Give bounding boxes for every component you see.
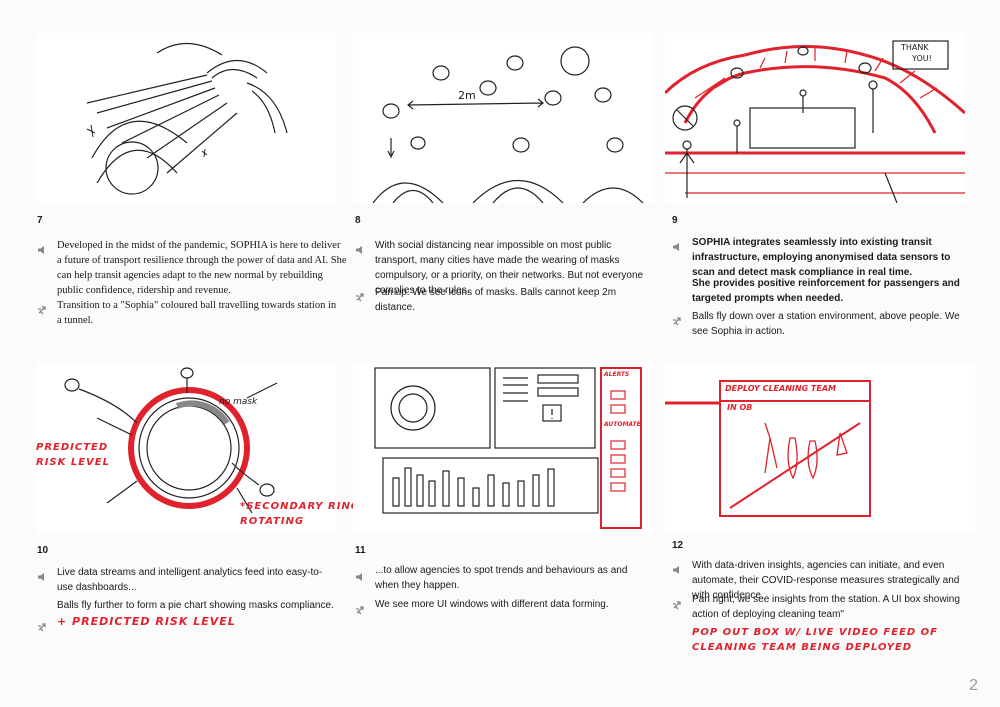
- alerts-label: ALERTS: [604, 371, 630, 378]
- direction-icon: [355, 602, 365, 615]
- panel-8-number: 8: [355, 215, 361, 226]
- panel-8-narration: With social distancing near impossible o…: [375, 240, 644, 296]
- panel-9-sketch: THANK YOU!: [665, 33, 965, 203]
- station-sketch: [665, 40, 965, 203]
- panel-8-sketch: 2m: [353, 33, 653, 203]
- tunnel-sketch: [86, 42, 288, 195]
- panel-11-sketch: ALERTS AUTOMATE: [353, 363, 653, 533]
- panel-7-sketch: [37, 33, 337, 203]
- speaker-icon: [37, 242, 47, 254]
- thank-you-line-1: THANK: [901, 43, 929, 52]
- deploy-cleaning-team-label: DEPLOY CLEANING TEAM: [725, 384, 836, 393]
- panel-10-narration: Live data streams and intelligent analyt…: [57, 567, 323, 593]
- direction-icon: [37, 619, 47, 632]
- panel-7-number: 7: [37, 215, 43, 226]
- speaker-icon: [672, 562, 682, 574]
- panel-12-note: POP OUT BOX W/ LIVE VIDEO FEED OF CLEANI…: [692, 627, 939, 653]
- panel-8-direction: Pan up. We see icons of masks. Balls can…: [375, 287, 617, 313]
- panel-10-number: 10: [37, 545, 49, 556]
- thank-you-line-2: YOU!: [912, 54, 932, 63]
- dashboard-sketch: [374, 367, 642, 529]
- masks-sketch: [372, 46, 644, 203]
- panel-9-narration-2: She provides positive reinforcement for …: [692, 278, 960, 304]
- speaker-icon: [355, 242, 365, 254]
- panel-9-number: 9: [672, 215, 678, 226]
- panel-10-sketch: no mask: [37, 363, 337, 533]
- automate-label: AUTOMATE: [604, 421, 641, 428]
- cleaning-team-sketch: [665, 380, 871, 517]
- direction-icon: [672, 313, 682, 326]
- panel-7-direction: Transition to a "Sophia" coloured ball t…: [57, 300, 337, 326]
- panel-10-direction: Balls fly further to form a pie chart sh…: [57, 600, 334, 611]
- direction-icon: [672, 597, 682, 610]
- panel-11-direction: We see more UI windows with different da…: [375, 599, 609, 610]
- direction-icon: [37, 302, 47, 315]
- panel-12-narration: With data-driven insights, agencies can …: [692, 560, 960, 601]
- panel-11-narration: ...to allow agencies to spot trends and …: [375, 565, 628, 591]
- panel-9-narration: SOPHIA integrates seamlessly into existi…: [692, 237, 951, 278]
- risk-ring-sketch: [64, 367, 278, 514]
- panel-9-direction: Balls fly down over a station environmen…: [692, 311, 960, 337]
- direction-icon: [355, 289, 365, 302]
- page-number: 2: [969, 677, 978, 694]
- panel-11-number: 11: [355, 545, 366, 556]
- panel-7-narration: Developed in the midst of the pandemic, …: [57, 240, 347, 296]
- no-mask-label: no mask: [219, 397, 258, 407]
- speaker-icon: [355, 569, 365, 581]
- speaker-icon: [672, 239, 682, 251]
- speaker-icon: [37, 569, 47, 581]
- secondary-ring-annotation: *SECONDARY RING ROTATING: [240, 501, 361, 527]
- predicted-risk-annotation: PREDICTED RISK LEVEL: [36, 442, 110, 468]
- distance-label: 2m: [458, 89, 476, 102]
- in-ob-label: IN OB: [727, 403, 753, 412]
- panel-12-number: 12: [672, 540, 684, 551]
- panel-10-note: + PREDICTED RISK LEVEL: [57, 615, 236, 628]
- panel-12-direction: Pan right, we see insights from the stat…: [692, 594, 960, 620]
- panel-12-sketch: DEPLOY CLEANING TEAM IN OB: [665, 363, 975, 533]
